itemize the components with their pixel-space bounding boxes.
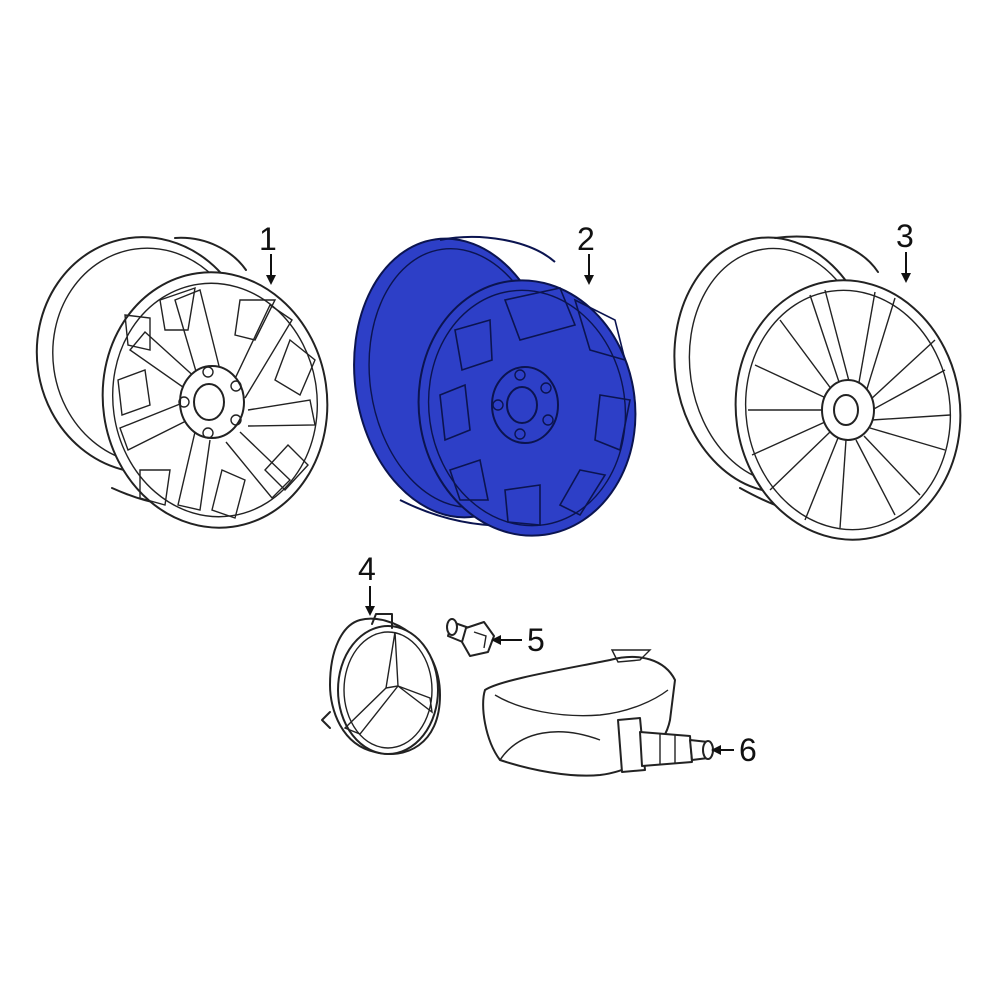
callout-label-6: 6 [739, 732, 757, 768]
callout-6: 6 [711, 732, 757, 768]
wheel-2[interactable] [336, 225, 651, 549]
callout-label-1: 1 [259, 221, 277, 257]
callout-label-5: 5 [527, 622, 545, 658]
callout-3: 3 [896, 218, 914, 283]
lug-bolt-5[interactable] [446, 618, 495, 657]
wheel-3[interactable] [658, 224, 977, 554]
wheel-1[interactable] [22, 223, 344, 542]
callout-5: 5 [491, 622, 545, 658]
callout-4: 4 [358, 551, 376, 616]
callout-label-3: 3 [896, 218, 914, 254]
callout-label-2: 2 [577, 221, 595, 257]
center-cap-4[interactable] [321, 613, 441, 756]
callout-1: 1 [259, 221, 277, 285]
callout-label-4: 4 [358, 551, 376, 587]
callout-2: 2 [577, 221, 595, 285]
tire-pressure-sensor-6[interactable] [482, 649, 714, 777]
